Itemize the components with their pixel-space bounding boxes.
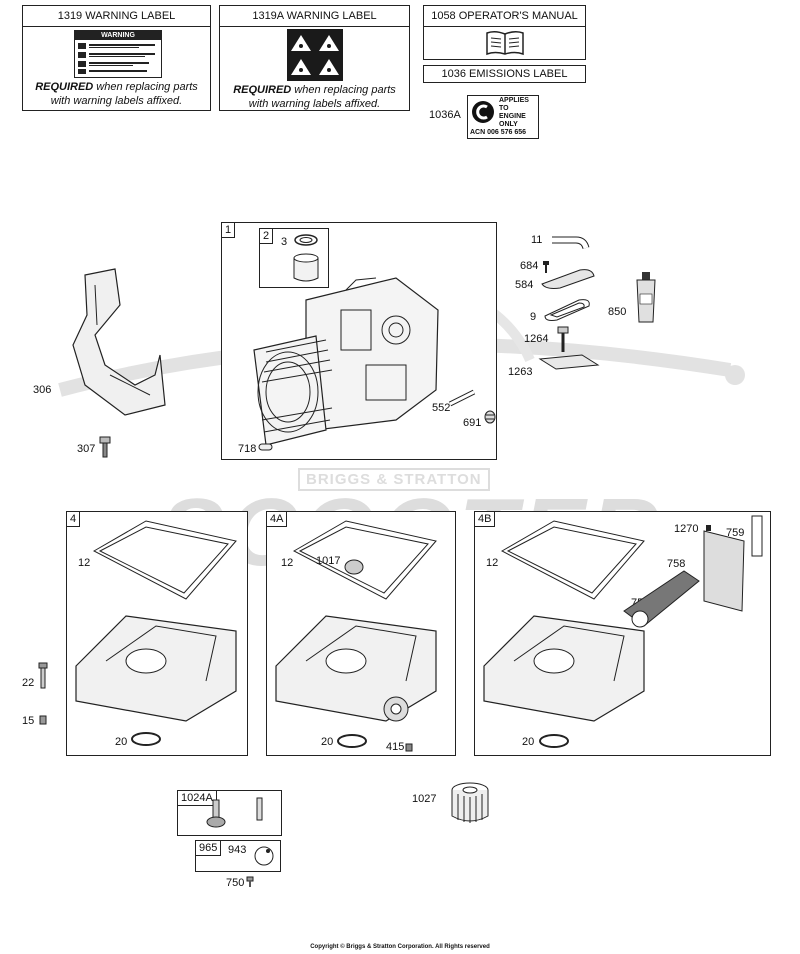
warning-label-1319-box: 1319 WARNING LABEL WARNING REQUIRED when… — [22, 5, 211, 111]
warning-label-1319-required-line2: with warning labels affixed. — [50, 95, 183, 107]
cylinder-block-drawing — [253, 277, 439, 446]
sump-4-tag: 4 — [66, 511, 81, 527]
sump-4-part-12-label: 12 — [78, 557, 91, 569]
oil-pump-1024a-drawing — [206, 797, 263, 828]
bolt-22 — [38, 662, 48, 689]
air-guide-306 — [72, 268, 166, 416]
part-684-label: 684 — [520, 260, 539, 272]
part-691-label: 691 — [463, 417, 482, 429]
kit-965-tag: 965 — [195, 840, 222, 856]
warning-label-1319-required: REQUIRED when replacing parts — [35, 81, 198, 93]
sump-4a-part-415-label: 415 — [386, 741, 405, 753]
sump-4a-tag: 4A — [266, 511, 288, 527]
warning-label-1319a-box: 1319A WARNING LABEL REQUIRED when replac… — [219, 5, 410, 111]
gasket-943 — [254, 846, 274, 866]
piston-group-tag: 2 — [259, 228, 274, 244]
part-9-label: 9 — [530, 311, 537, 323]
sump-4b-part-759-label: 759 — [726, 527, 745, 539]
operators-manual-1058-title: 1058 OPERATOR'S MANUAL — [424, 6, 585, 27]
part-22-label: 22 — [22, 677, 35, 689]
sump-4b-part-20-label: 20 — [522, 736, 535, 748]
warning-label-1319a-required: REQUIRED when replacing parts — [233, 84, 396, 96]
part-584-label: 584 — [515, 279, 534, 291]
warning-label-1319-title: 1319 WARNING LABEL — [23, 6, 210, 27]
warning-label-1319a-required-line2: with warning labels affixed. — [248, 98, 381, 110]
sump-4a-part-20-label: 20 — [321, 736, 334, 748]
part-1263-label: 1263 — [508, 366, 533, 378]
screw-750 — [246, 876, 254, 887]
sump-4-drawing — [75, 520, 237, 746]
emissions-acn: ACN 006 576 656 — [470, 129, 527, 136]
piston-ring-icon — [293, 234, 319, 282]
screw-684 — [543, 261, 549, 273]
breather-cover-584 — [541, 269, 595, 289]
part-750-label: 750 — [226, 877, 245, 889]
part-3-label: 3 — [281, 236, 288, 248]
plug-691 — [484, 410, 496, 424]
emissions-sticker-1036a: APPLIES TO ENGINE ONLY ACN 006 576 656 — [467, 95, 539, 139]
emissions-line1: APPLIES — [499, 97, 529, 104]
sump-4a-part-1017-label: 1017 — [316, 555, 341, 567]
dowel-pin-552 — [448, 389, 476, 407]
emissions-line4: ONLY — [499, 121, 518, 128]
emissions-line2: TO — [499, 105, 509, 112]
part-943-label: 943 — [228, 844, 247, 856]
sump-4b-part-758-label: 758 — [667, 558, 686, 570]
sump-4a-part-12-label: 12 — [281, 557, 294, 569]
sump-4-part-20-label: 20 — [115, 736, 128, 748]
sump-4b-part-1270-label: 1270 — [674, 523, 699, 535]
sump-4a-drawing — [275, 520, 437, 752]
cylinder-group-tag: 1 — [221, 222, 236, 238]
screw-307 — [99, 436, 111, 458]
part-552-label: 552 — [432, 402, 451, 414]
warning-pictogram-icon — [287, 29, 343, 81]
emissions-line3: ENGINE — [499, 113, 526, 120]
watermark-brand: BRIGGS & STRATTON — [298, 468, 490, 491]
oil-pump-1024a-tag: 1024A — [177, 790, 217, 806]
screw-1264 — [557, 326, 569, 352]
sump-4b-drawing — [483, 515, 763, 748]
warning-sticker: WARNING — [74, 30, 162, 78]
part-307-label: 307 — [77, 443, 96, 455]
part-15-label: 15 — [22, 715, 35, 727]
emissions-label-1036-title: 1036 EMISSIONS LABEL — [441, 68, 568, 80]
part-1036a-label: 1036A — [429, 109, 461, 121]
part-11-label: 11 — [531, 234, 543, 246]
pin-718 — [258, 443, 273, 451]
screw-15 — [39, 715, 47, 725]
emissions-label-1036-box: 1036 EMISSIONS LABEL — [423, 65, 586, 83]
part-1264-label: 1264 — [524, 333, 549, 345]
sump-4b-tag: 4B — [474, 511, 496, 527]
plate-1263 — [538, 354, 600, 370]
operators-manual-1058-box: 1058 OPERATOR'S MANUAL — [423, 5, 586, 60]
sealant-tube-850 — [636, 272, 656, 323]
gasket-9 — [544, 299, 590, 321]
warning-sticker-title: WARNING — [75, 31, 161, 40]
part-850-label: 850 — [608, 306, 627, 318]
copyright-notice: Copyright © Briggs & Stratton Corporatio… — [310, 944, 490, 950]
sump-4b-part-12-label: 12 — [486, 557, 499, 569]
warning-label-1319a-title: 1319A WARNING LABEL — [220, 6, 409, 27]
book-icon — [486, 30, 524, 56]
breather-tube-11 — [552, 236, 590, 250]
warning-sticker-lines — [78, 43, 155, 74]
part-306-label: 306 — [33, 384, 52, 396]
part-718-label: 718 — [238, 443, 257, 455]
oil-filter-1027 — [451, 782, 489, 823]
part-1027-label: 1027 — [412, 793, 437, 805]
emissions-c-logo-icon — [472, 101, 494, 123]
